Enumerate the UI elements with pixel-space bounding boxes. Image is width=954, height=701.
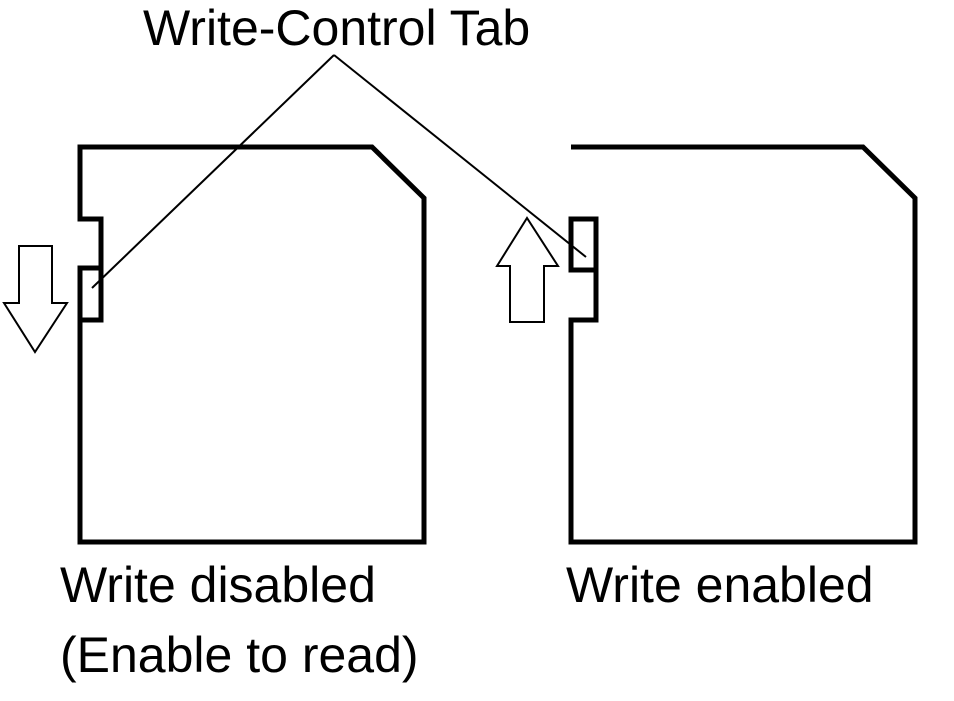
right-arrow-up-icon xyxy=(495,216,560,323)
left-write-control-tab xyxy=(77,265,104,323)
left-caption-line2: (Enable to read) xyxy=(60,627,419,683)
leader-line-left xyxy=(91,54,335,289)
left-arrow-down-icon xyxy=(2,245,69,354)
right-write-control-tab xyxy=(568,216,599,273)
right-caption: Write enabled xyxy=(566,557,874,613)
leader-line-right xyxy=(333,54,587,258)
left-caption-line1: Write disabled xyxy=(60,557,376,613)
left-sd-card-outline xyxy=(77,144,427,545)
right-sd-card-outline xyxy=(568,144,918,545)
diagram-title: Write-Control Tab xyxy=(143,0,531,56)
